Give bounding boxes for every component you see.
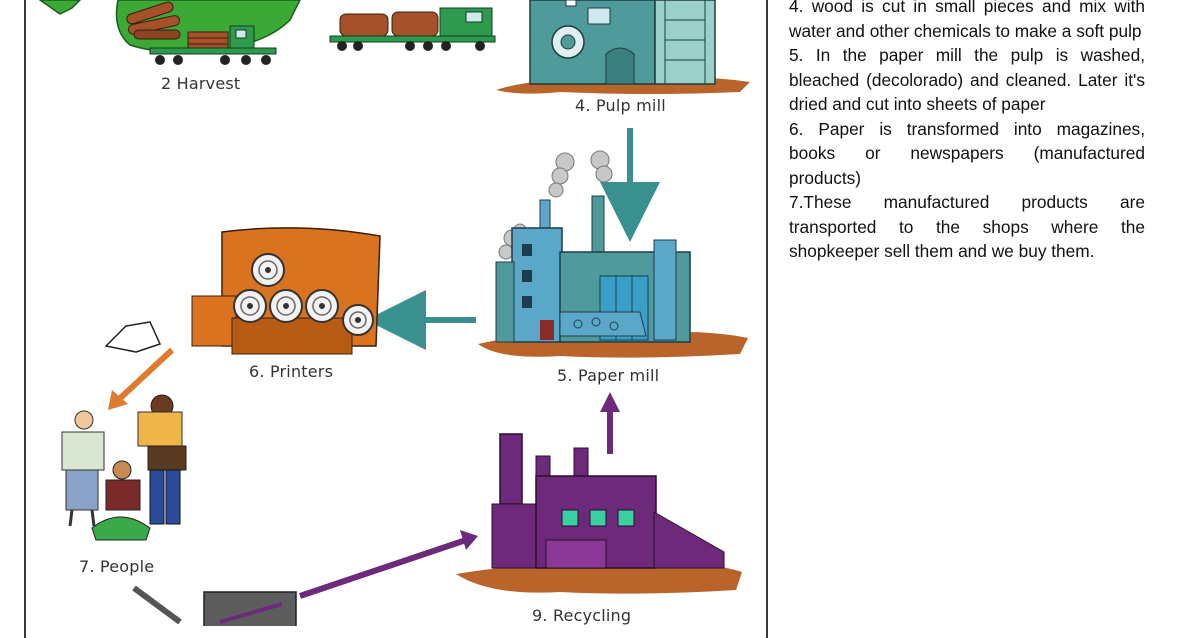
printers-illustration bbox=[191, 227, 381, 355]
pulp-mill-illustration bbox=[496, 0, 750, 94]
label-people: 7. People bbox=[79, 557, 155, 576]
label-printers: 6. Printers bbox=[249, 362, 334, 381]
step-4-text: 4. wood is cut in small pieces and mix w… bbox=[789, 0, 1145, 41]
paper-mill-illustration bbox=[478, 150, 748, 358]
log-pile bbox=[126, 1, 181, 40]
harvest-illustration bbox=[38, 0, 496, 65]
recycling-plant-illustration bbox=[456, 433, 742, 594]
step-6-text: 6. Paper is transformed into magazines, … bbox=[789, 118, 1145, 188]
person-reading-book bbox=[137, 394, 187, 525]
people-illustration bbox=[61, 394, 187, 541]
arrow-bin-to-recycling bbox=[299, 537, 467, 599]
label-pulp-mill: 4. Pulp mill bbox=[575, 96, 666, 115]
person-reading-newspaper bbox=[61, 410, 105, 527]
step-7-text: 7.These manufactured products are transp… bbox=[789, 192, 1145, 261]
arrow-head-purple-diag bbox=[460, 530, 478, 550]
person-sitting bbox=[91, 460, 151, 541]
arrow-printers-to-people bbox=[113, 347, 175, 405]
step-5-text: 5. In the paper mill the pulp is washed,… bbox=[789, 45, 1145, 114]
label-paper-mill: 5. Paper mill bbox=[557, 366, 660, 385]
recycling-bin-illustration bbox=[203, 591, 297, 626]
diagram-frame bbox=[24, 0, 768, 638]
arrow-head-purple-up bbox=[600, 392, 620, 412]
paper-cycle-illustration bbox=[38, 0, 750, 626]
arrow-head-orange bbox=[108, 390, 128, 410]
label-recycling: 9. Recycling bbox=[532, 606, 632, 625]
arrow-people-to-recycling-bin bbox=[132, 585, 182, 625]
label-harvest: 2 Harvest bbox=[161, 74, 241, 93]
logging-truck bbox=[329, 7, 496, 51]
book-illustration bbox=[104, 321, 162, 353]
steps-text: 4. wood is cut in small pieces and mix w… bbox=[789, 0, 1145, 264]
harvest-truck bbox=[149, 25, 277, 65]
